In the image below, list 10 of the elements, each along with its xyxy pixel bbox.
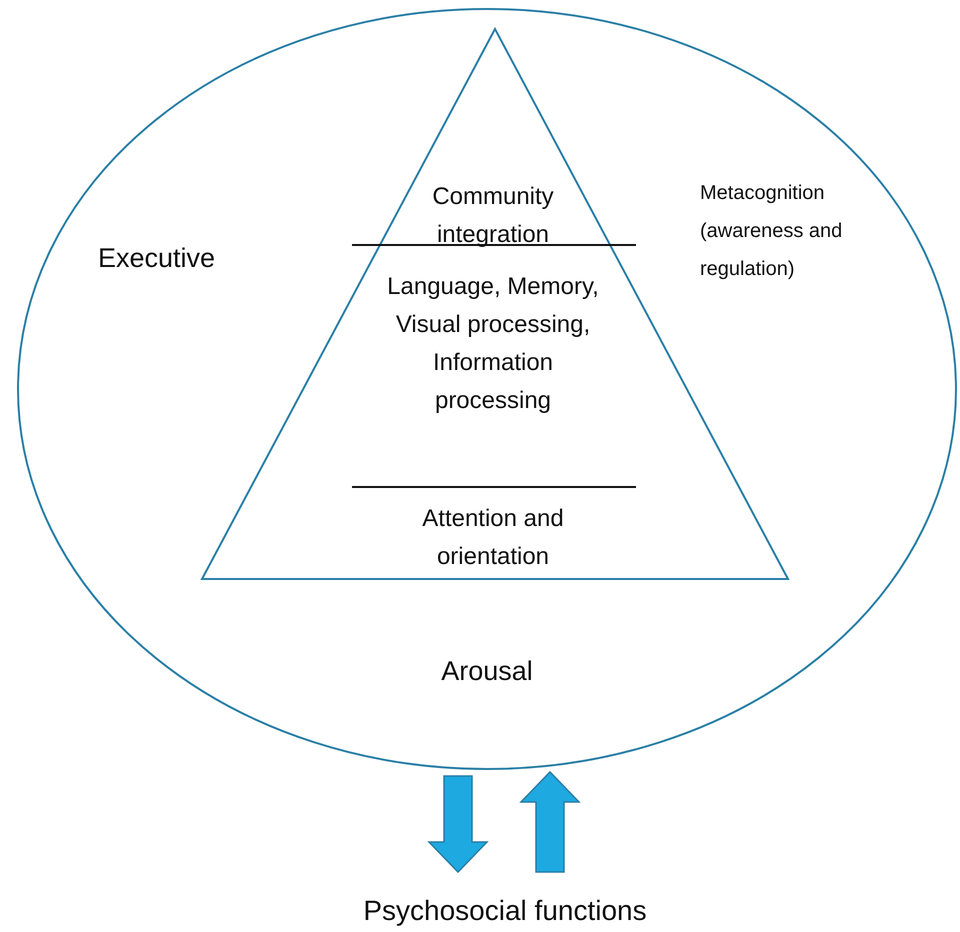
pyramid-level-label: Attention and orientation xyxy=(373,500,613,576)
oval-label: Metacognition (awareness and regulation) xyxy=(700,181,844,282)
block-arrow xyxy=(427,775,489,874)
bottom-label: Psychosocial functions xyxy=(300,892,710,930)
oval-label: Arousal xyxy=(440,655,534,688)
oval-label: Executive xyxy=(98,242,216,275)
oval xyxy=(17,8,957,770)
pyramid-level-label: Community integration xyxy=(373,178,613,254)
pyramid-level-label: Language, Memory, Visual processing, Information processing xyxy=(375,268,611,420)
block-arrow xyxy=(519,770,581,873)
